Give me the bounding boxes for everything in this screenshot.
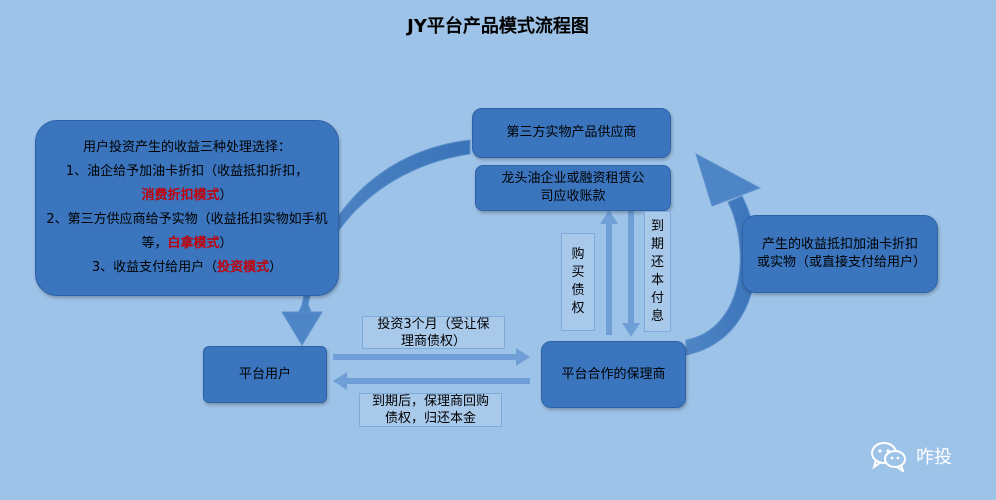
repay-label: 到 期 还 本 付 息 bbox=[644, 211, 671, 332]
consumption-discount-mode: 消费折扣模式 bbox=[141, 188, 220, 203]
wechat-icon bbox=[871, 442, 906, 472]
left-box-item-1: 1、油企给予加油卡折扣（收益抵扣折扣， bbox=[65, 164, 309, 179]
diagram-title: JY平台产品模式流程图 bbox=[407, 16, 589, 37]
factor-box: 平台合作的保理商 bbox=[541, 341, 686, 408]
curved-arrow-right bbox=[685, 195, 757, 356]
invest-label: 投资3个月（受让保理商债权） bbox=[362, 316, 505, 349]
vertical-arrow-up bbox=[600, 210, 618, 335]
left-box-item-2: 2、第三方供应商给予实物（收益抵扣实物如手机等，白拿模式） bbox=[46, 212, 328, 251]
left-box-item-1-cont: 消费折扣模式） bbox=[141, 188, 233, 203]
right-note-box: 产生的收益抵扣加油卡折扣或实物（或直接支付给用户） bbox=[742, 215, 938, 293]
curved-arrow-right-head bbox=[695, 152, 762, 207]
horizontal-arrow-left bbox=[333, 372, 530, 390]
curved-arrow-left-head bbox=[281, 311, 323, 346]
supplier-box: 第三方实物产品供应商 bbox=[472, 108, 671, 158]
receivables-box: 龙头油企业或融资租赁公司应收账款 bbox=[475, 165, 671, 211]
horizontal-arrow-right bbox=[333, 348, 530, 366]
left-options-box: 用户投资产生的收益三种处理选择： 1、油企给予加油卡折扣（收益抵扣折扣， 消费折… bbox=[35, 120, 339, 296]
investment-mode: 投资模式 bbox=[217, 260, 270, 275]
vertical-arrow-down bbox=[622, 210, 640, 337]
watermark: 咋投 bbox=[870, 438, 952, 474]
platform-user-box: 平台用户 bbox=[203, 346, 327, 403]
left-box-item-3: 3、收益支付给用户（投资模式） bbox=[91, 260, 283, 275]
maturity-label: 到期后，保理商回购债权，归还本金 bbox=[359, 393, 502, 427]
buy-debt-label: 购 买 债 权 bbox=[561, 233, 595, 331]
free-take-mode: 白拿模式 bbox=[167, 236, 220, 251]
watermark-text: 咋投 bbox=[916, 447, 952, 468]
left-box-heading: 用户投资产生的收益三种处理选择： bbox=[82, 140, 291, 155]
